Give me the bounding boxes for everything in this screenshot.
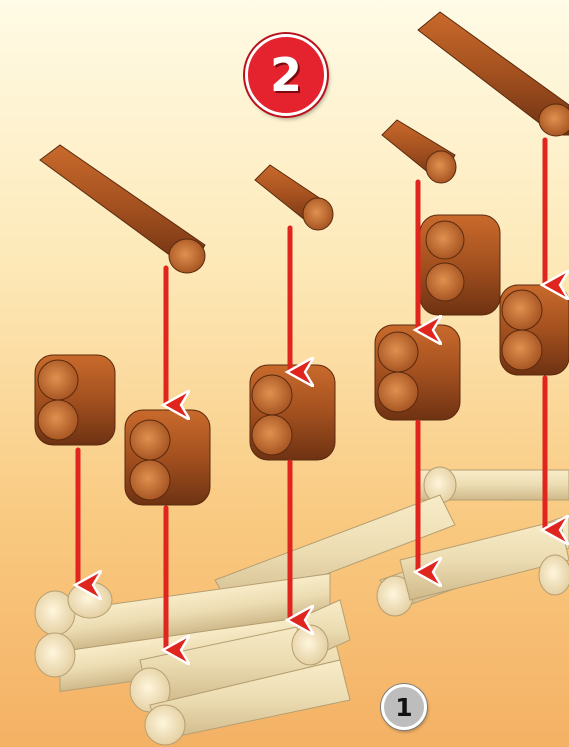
light-log	[144, 659, 351, 746]
dark-log-short	[381, 119, 457, 184]
dark-connector-block	[124, 409, 211, 506]
previous-step-badge: 1	[381, 684, 427, 730]
light-log	[399, 519, 569, 601]
light-log	[129, 619, 341, 713]
step-number-badge: 2	[245, 34, 327, 116]
dark-log-long	[417, 11, 569, 137]
light-log	[67, 581, 113, 619]
dark-log-short	[254, 164, 334, 231]
dark-connector-block	[249, 364, 336, 461]
dark-connector-block	[499, 284, 569, 376]
dark-log-long	[39, 144, 206, 274]
dark-connector-block	[374, 324, 461, 421]
placement-arrows	[78, 137, 545, 650]
base-frame	[34, 466, 569, 746]
dark-connector-block	[34, 354, 116, 446]
dark-connector-block	[419, 214, 501, 316]
